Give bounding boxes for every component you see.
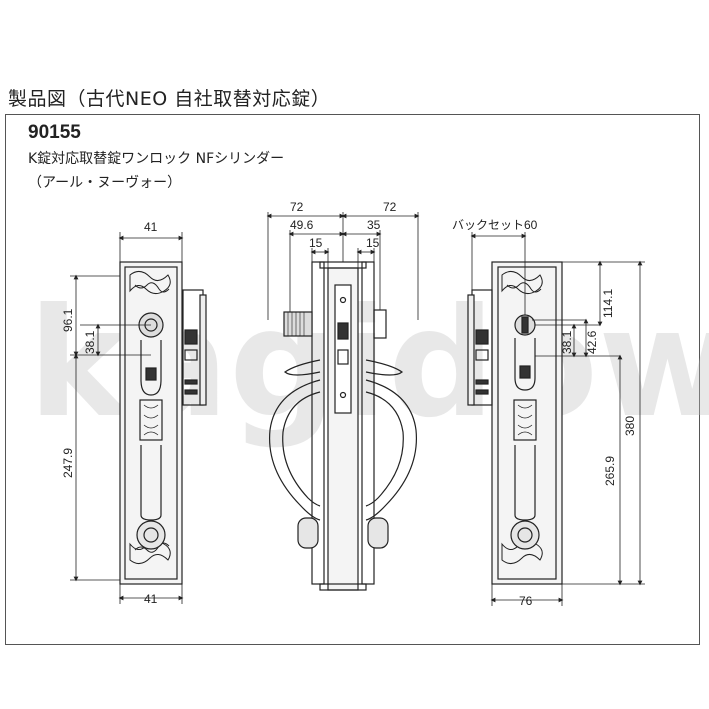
dim-side-49: 49.6: [290, 218, 314, 232]
dim-right-265: 265.9: [603, 456, 617, 486]
dim-side-72-left: 72: [290, 200, 304, 214]
left-dimension-lines: [70, 232, 184, 604]
drawing-frame: [5, 114, 700, 645]
dim-backset: バックセット60: [452, 218, 538, 232]
design-name: （アール・ヌーヴォー）: [28, 175, 182, 191]
right-dimension-lines: [470, 232, 645, 606]
dim-right-bottom-76: 76: [519, 594, 533, 608]
side-dimension-lines: [266, 212, 420, 320]
dim-right-380: 380: [623, 416, 637, 436]
dim-side-15-right: 15: [366, 236, 380, 250]
dim-side-35: 35: [367, 218, 381, 232]
dim-left-247: 247.9: [61, 448, 75, 478]
product-name: K錠対応取替錠ワンロック NFシリンダー: [28, 151, 285, 167]
model-number: 90155: [28, 122, 81, 143]
dim-left-top-41: 41: [144, 220, 158, 234]
left-front-view: [119, 261, 207, 585]
dim-left-38: 38.1: [83, 330, 97, 354]
dim-side-72-right: 72: [383, 200, 397, 214]
side-view: [268, 261, 418, 591]
dim-left-96: 96.1: [61, 308, 75, 332]
page-title: 製品図（古代NEO 自社取替対応錠）: [8, 88, 331, 110]
dim-side-15-left: 15: [309, 236, 323, 250]
dim-right-42: 42.6: [585, 330, 599, 354]
dim-right-38: 38.1: [560, 330, 574, 354]
dim-right-114: 114.1: [601, 289, 615, 318]
dim-left-bottom-41: 41: [144, 592, 158, 606]
